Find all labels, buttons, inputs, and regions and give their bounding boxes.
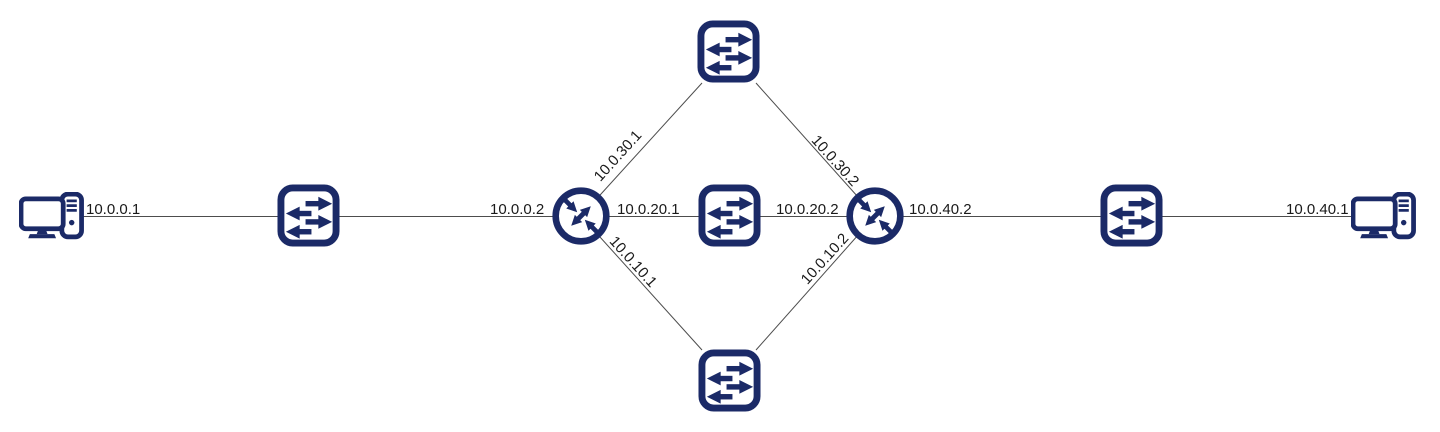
switch-icon: [697, 20, 760, 83]
node-pc-right[interactable]: [1351, 192, 1419, 241]
pc-icon: [1351, 192, 1419, 241]
link-switch-top-router-right: [755, 82, 876, 217]
router-icon: [551, 186, 611, 246]
switch-icon: [1100, 184, 1163, 247]
link-router-left-switch-bottom: [580, 215, 703, 351]
node-switch-access-right[interactable]: [1100, 184, 1163, 247]
ip-label-router-left-wan: 10.0.0.2: [490, 201, 545, 218]
node-switch-bottom-path[interactable]: [698, 349, 761, 412]
node-switch-middle-path[interactable]: [698, 184, 761, 247]
switch-icon: [698, 349, 761, 412]
switch-icon: [698, 184, 761, 247]
node-router-right[interactable]: [845, 186, 905, 246]
node-switch-top-path[interactable]: [697, 20, 760, 83]
node-switch-access-left[interactable]: [277, 184, 340, 247]
ip-label-router-left-middle: 10.0.20.1: [617, 201, 680, 218]
pc-icon: [19, 192, 87, 241]
router-icon: [845, 186, 905, 246]
ip-label-pc-left: 10.0.0.1: [86, 201, 141, 218]
ip-label-router-right-middle: 10.0.20.2: [776, 201, 839, 218]
ip-label-pc-right: 10.0.40.1: [1286, 201, 1349, 218]
switch-icon: [277, 184, 340, 247]
ip-label-router-right-wan: 10.0.40.2: [909, 201, 972, 218]
node-pc-left[interactable]: [19, 192, 87, 241]
link-router-left-switch-top: [580, 82, 703, 217]
link-switch-bottom-router-right: [755, 215, 876, 351]
node-router-left[interactable]: [551, 186, 611, 246]
